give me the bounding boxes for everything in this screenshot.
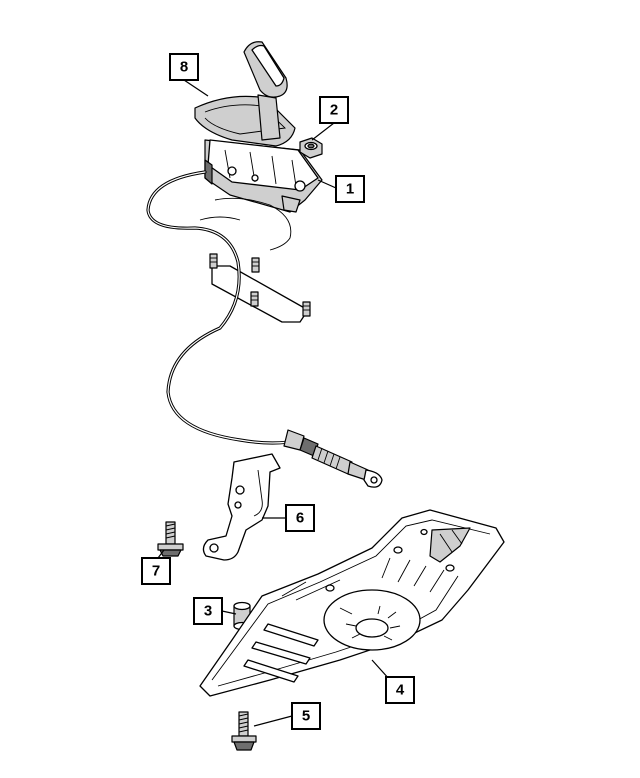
callout-3-label: 3 [204, 603, 212, 620]
mounting-plate [199, 197, 311, 323]
callout-1-label: 1 [346, 181, 354, 198]
callout-2-label: 2 [330, 102, 338, 119]
shifter-assembly [194, 41, 323, 213]
bracket-part-6 [202, 453, 281, 561]
callout-4-label: 4 [396, 682, 405, 699]
bolt-part-7 [157, 521, 184, 557]
stud-1 [209, 253, 218, 269]
callout-5: 5 [291, 702, 321, 730]
callout-1: 1 [335, 175, 365, 203]
stud-4 [302, 301, 311, 317]
callout-6: 6 [285, 504, 315, 532]
callout-2: 2 [319, 96, 349, 124]
callout-8: 8 [169, 53, 199, 81]
callout-3: 3 [193, 597, 223, 625]
callout-7-label: 7 [152, 563, 160, 580]
bolt-part-5 [231, 711, 257, 751]
stud-2 [251, 257, 260, 273]
callout-7: 7 [141, 557, 171, 585]
callout-8-label: 8 [180, 59, 188, 76]
callout-5-label: 5 [302, 708, 310, 725]
leader-lines [157, 79, 391, 727]
cable-end-fitting [283, 429, 383, 488]
nut-part-2 [299, 137, 323, 159]
callout-6-label: 6 [296, 510, 304, 527]
skid-plate-part-4 [199, 509, 505, 697]
stud-3 [250, 291, 259, 307]
callout-4: 4 [385, 676, 415, 704]
shift-cable [146, 170, 383, 488]
